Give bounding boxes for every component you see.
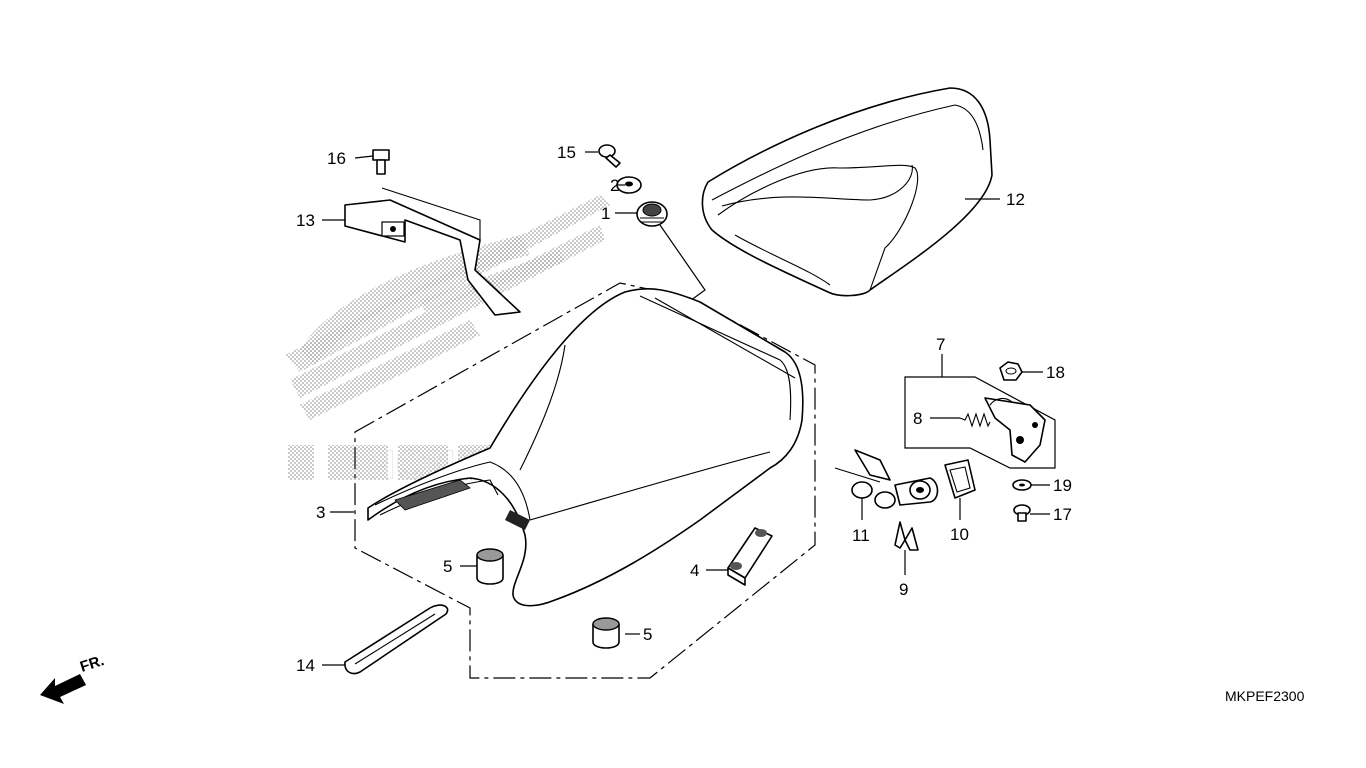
part-4-cushion-block [727,527,773,586]
part-19-washer [1012,479,1032,491]
front-direction-arrow: FR. [40,652,106,704]
part-10-lock-cover [944,459,976,499]
callout-8: 8 [913,409,922,428]
part-5-cushion-a [476,548,504,585]
callout-5a: 5 [443,557,452,576]
part-7-seat-latch [984,397,1046,463]
part-9-clip [894,521,919,551]
callout-15: 15 [557,143,576,162]
callout-3: 3 [316,503,325,522]
callouts: 16 13 15 2 1 3 5 5 4 14 12 7 8 18 19 17 … [296,143,1072,675]
part-17-bolt [1013,504,1031,522]
leader-lines [322,151,1050,666]
part-13-seat-strap-bracket [344,187,521,316]
part-12-rear-seat-cowl [701,87,993,297]
part-3-main-seat [367,288,804,607]
direction-label: FR. [78,652,106,676]
part-14-seat-strap [344,604,449,675]
callout-5b: 5 [643,625,652,644]
callout-4: 4 [690,561,699,580]
part-15-screw [598,144,621,168]
part-5-cushion-b [592,617,620,649]
callout-7: 7 [936,335,945,354]
callout-17: 17 [1053,505,1072,524]
callout-11: 11 [852,526,870,545]
callout-9: 9 [899,580,908,599]
part-16-bolt [372,149,390,175]
part-8-spring [959,412,991,428]
part-18-nut [999,361,1023,381]
callout-2: 2 [610,176,619,195]
callout-12: 12 [1006,190,1025,209]
callout-18: 18 [1046,363,1065,382]
callout-10: 10 [950,525,969,544]
callout-1: 1 [601,204,610,223]
part-11-key-cylinder [834,449,939,509]
callout-16: 16 [327,149,346,168]
diagram-code: MKPEF2300 [1225,688,1305,704]
part-1-grommet [636,201,668,227]
callout-14: 14 [296,656,315,675]
callout-13: 13 [296,211,315,230]
callout-19: 19 [1053,476,1072,495]
assembly-7-frame [904,376,1056,469]
part-2-washer [616,176,642,194]
